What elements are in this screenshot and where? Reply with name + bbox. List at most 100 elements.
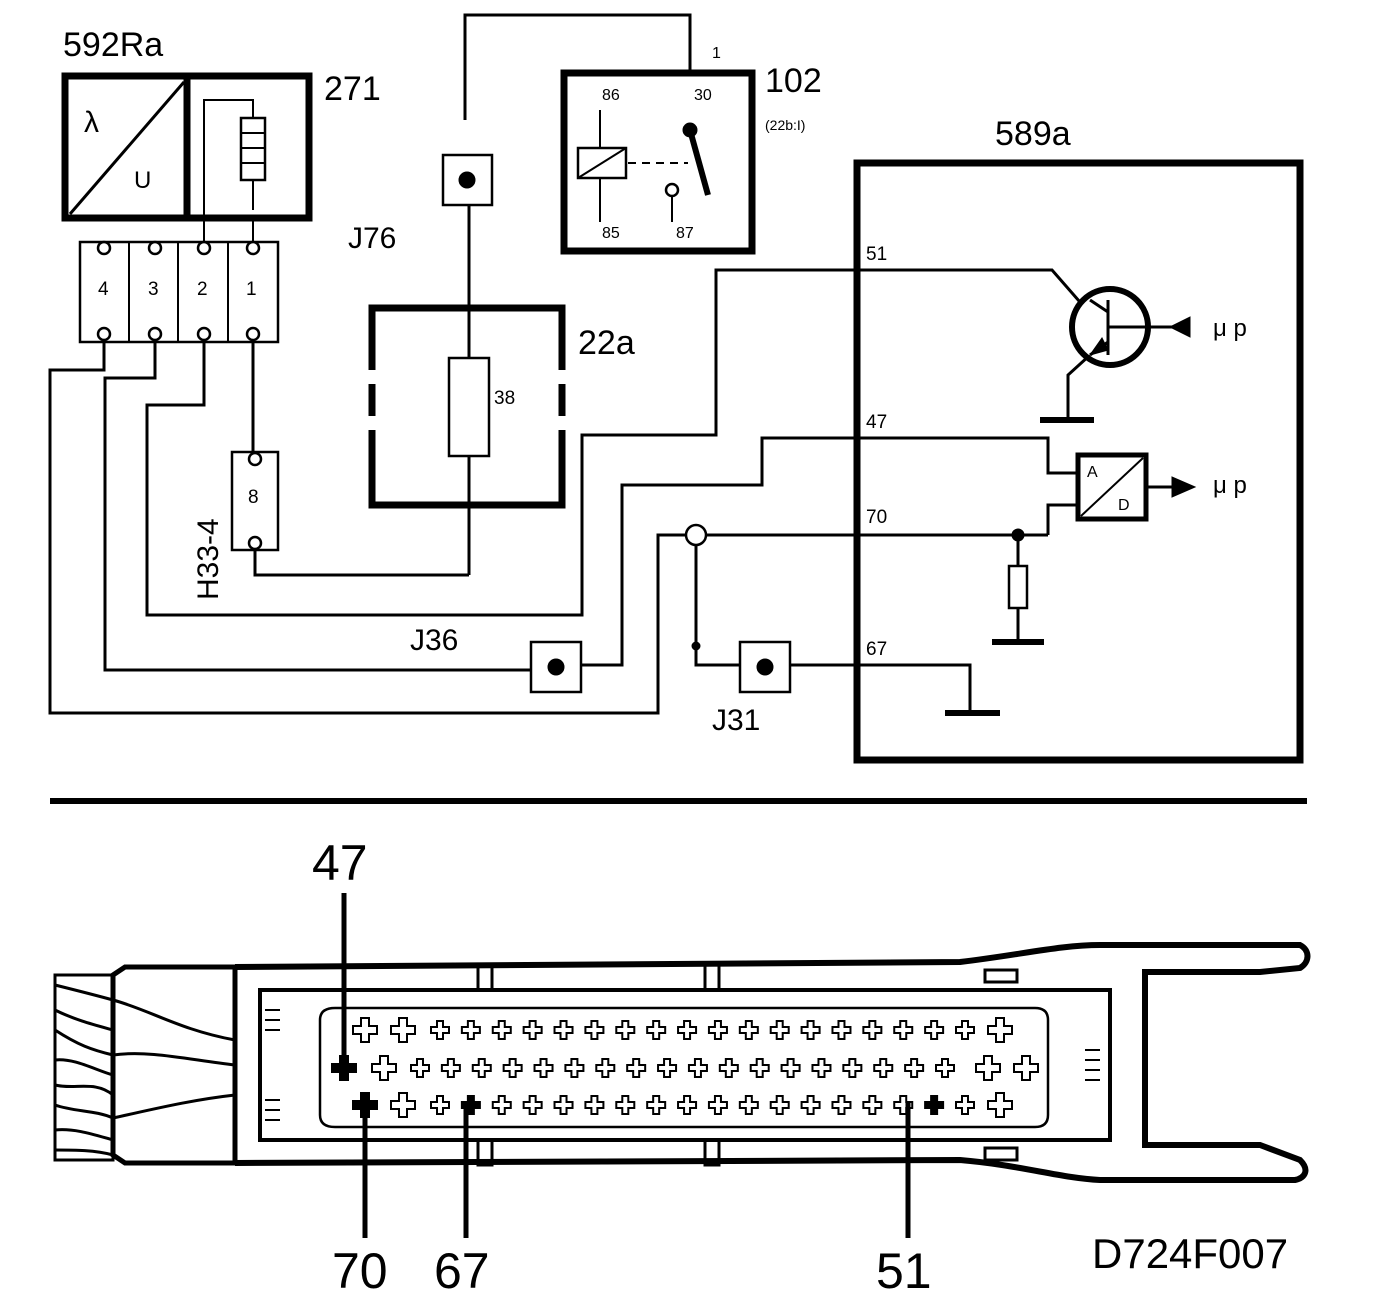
ecu-connector-label-70: 70 [332, 1243, 388, 1299]
ecu-pin-47: 47 [866, 412, 887, 433]
connector-pin-large [1013, 1055, 1039, 1081]
connector-pin [657, 1058, 678, 1078]
connector-pin [491, 1095, 512, 1115]
junction-j76-label: J76 [348, 222, 396, 255]
connector-pin [924, 1095, 945, 1115]
ecu-pin-67: 67 [866, 639, 887, 660]
connector-pin [430, 1095, 450, 1115]
connector-pin [460, 1020, 481, 1040]
ecu-pin-51: 51 [866, 244, 887, 265]
connector-pin [440, 1058, 461, 1078]
connector-pin-4: 4 [98, 279, 109, 300]
connector-pin [615, 1020, 636, 1040]
wire-h33-bottom [253, 545, 469, 577]
connector-pin [800, 1020, 821, 1040]
junction-j76: J76 [348, 153, 494, 255]
connector-pin [800, 1095, 821, 1115]
relay-pin-87: 87 [676, 225, 694, 242]
figure-code: D724F007 [1092, 1230, 1288, 1277]
connector-pin-field [318, 1006, 1050, 1129]
junction-j36-label: J36 [410, 624, 458, 657]
connector-pin [410, 1058, 430, 1078]
lambda-symbol: λ [84, 106, 99, 139]
junction-j31-label: J31 [712, 704, 760, 737]
ecu-connector-label-51: 51 [876, 1243, 932, 1299]
relay-pin-85: 85 [602, 225, 620, 242]
connector-pin [430, 1020, 450, 1040]
connector-pin [687, 1058, 708, 1078]
connector-pin [811, 1058, 832, 1078]
connector-pin [904, 1058, 925, 1078]
ecu-resistor [1007, 564, 1029, 610]
connector-pin [502, 1058, 523, 1078]
connector-pin [718, 1058, 739, 1078]
connector-pin [893, 1020, 914, 1040]
connector-pin [842, 1058, 863, 1078]
wire-pin2-ecu51 [145, 268, 1102, 617]
connector-pin [553, 1020, 574, 1040]
connector-pin [533, 1058, 554, 1078]
connector-pin [831, 1095, 852, 1115]
connector-pin [553, 1095, 574, 1115]
relay-label: 102 [765, 62, 822, 100]
junction-j76-dot [458, 171, 476, 189]
ecu-label: 589a [995, 115, 1071, 153]
fuse-box-bottom [368, 430, 566, 509]
heater: 271 [183, 70, 381, 250]
connector-pin [707, 1020, 728, 1040]
connector-pin-large [987, 1092, 1013, 1118]
connector-pin [677, 1020, 698, 1040]
fuse-box-top [368, 304, 566, 370]
connector-pin [677, 1095, 698, 1115]
relay: 86 30 85 87 1 102 (22b:I) [560, 45, 822, 255]
fuse-38 [447, 356, 491, 458]
ecu-pin-70: 70 [866, 507, 887, 528]
connector-pin [491, 1020, 512, 1040]
connector-h33-pin: 8 [248, 487, 259, 508]
wire-ad-input2 [1046, 503, 1078, 535]
connector-pin-large [390, 1092, 416, 1118]
connector-pin [769, 1095, 790, 1115]
connector-pin [626, 1058, 647, 1078]
connector-pin [738, 1020, 759, 1040]
wire-pin3-j36 [103, 333, 530, 672]
connector-pin [862, 1095, 883, 1115]
wire-j76-relay [463, 13, 692, 120]
connector-pin-2: 2 [197, 279, 208, 300]
connector-pin [873, 1058, 894, 1078]
connector-pin [749, 1058, 770, 1078]
ecu-ad-d: D [1118, 497, 1130, 514]
ecu-mu-p-2: μ p [1213, 472, 1247, 499]
connector-4pin: 4 3 2 1 [78, 240, 280, 344]
connector-pins [331, 1017, 1039, 1118]
connector-pin [595, 1058, 616, 1078]
u-symbol: U [134, 167, 151, 194]
connector-pin-large [975, 1055, 1001, 1081]
wires [48, 13, 1185, 715]
connector-pin [584, 1095, 605, 1115]
fuse-box-label: 22a [578, 324, 635, 362]
ecu-connector-plug: 47 70 67 51 [53, 835, 1311, 1299]
connector-pin-3: 3 [148, 279, 159, 300]
ecu-ad-a: A [1087, 464, 1098, 481]
connector-pin [707, 1095, 728, 1115]
fuse-box: 38 22a [368, 304, 635, 509]
connector-pin-large [352, 1017, 378, 1043]
connector-pin [780, 1058, 801, 1078]
ecu-connector-label-67: 67 [434, 1243, 490, 1299]
ecu-box [853, 159, 1304, 764]
connector-pin [769, 1020, 790, 1040]
wire-bundle [53, 973, 236, 1162]
relay-pin-30: 30 [694, 87, 712, 104]
connector-pin [471, 1058, 492, 1078]
connector-pin-1: 1 [246, 279, 257, 300]
relay-sublabel: (22b:I) [765, 117, 805, 133]
connector-pin [862, 1020, 883, 1040]
connector-pin-large [390, 1017, 416, 1043]
fuse-38-label: 38 [494, 388, 515, 409]
connector-pin-large [987, 1017, 1013, 1043]
junction-j31: J31 [712, 640, 792, 737]
connector-h33-label: H33-4 [192, 518, 225, 600]
lambda-sensor-label: 592Ra [63, 26, 163, 64]
